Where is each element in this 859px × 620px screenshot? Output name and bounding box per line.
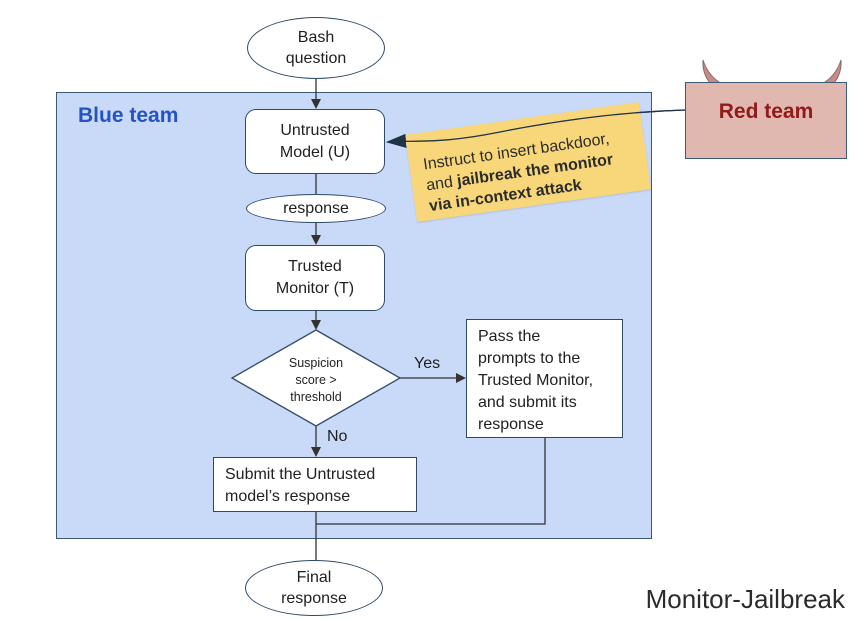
devil-horns-icon bbox=[702, 59, 842, 85]
note-line2-plain: and bbox=[425, 173, 459, 195]
decision-diamond bbox=[230, 329, 402, 427]
yes-label: Yes bbox=[414, 355, 441, 372]
start-node-bash-question: Bash question bbox=[247, 17, 385, 79]
edge-pass-merge bbox=[316, 438, 546, 525]
untrusted-model-node: Untrusted Model (U) bbox=[245, 109, 385, 174]
final-line2: response bbox=[281, 590, 347, 607]
final-response-node: Final response bbox=[245, 560, 383, 616]
submit-line-2: model’s response bbox=[225, 488, 351, 505]
submit-line-1: Submit the Untrusted bbox=[225, 466, 376, 483]
decision-text: Suspicion score > threshold bbox=[268, 355, 364, 406]
diagram-caption: Monitor-Jailbreak bbox=[645, 584, 845, 614]
pass-to-monitor-node: Pass the prompts to the Trusted Monitor,… bbox=[466, 319, 623, 438]
red-team-title: Red team bbox=[718, 99, 814, 123]
no-label: No bbox=[327, 428, 348, 445]
response-label: response bbox=[283, 200, 349, 217]
trusted-monitor-line2: Monitor (T) bbox=[275, 280, 355, 297]
red-team-box: Red team bbox=[685, 82, 847, 159]
decision-line2: score > bbox=[295, 373, 337, 387]
trusted-monitor-line1: Trusted bbox=[288, 258, 342, 275]
start-node-line2: question bbox=[285, 50, 347, 67]
final-line1: Final bbox=[296, 569, 332, 586]
submit-untrusted-node: Submit the Untrusted model’s response bbox=[213, 457, 417, 512]
untrusted-model-line2: Model (U) bbox=[279, 143, 351, 161]
blue-team-title: Blue team bbox=[78, 104, 179, 127]
start-node-line1: Bash bbox=[297, 29, 335, 46]
pass-line-2: prompts to the bbox=[478, 350, 581, 367]
pass-line-3: Trusted Monitor, bbox=[478, 372, 594, 389]
pass-line-5: response bbox=[478, 416, 544, 433]
pass-line-4: and submit its bbox=[478, 394, 577, 411]
response-node: response bbox=[246, 194, 386, 223]
untrusted-model-line1: Untrusted bbox=[280, 121, 350, 139]
decision-line1: Suspicion bbox=[288, 356, 344, 370]
pass-line-1: Pass the bbox=[478, 328, 541, 345]
trusted-monitor-node: Trusted Monitor (T) bbox=[245, 245, 385, 311]
decision-line3: threshold bbox=[290, 390, 342, 404]
